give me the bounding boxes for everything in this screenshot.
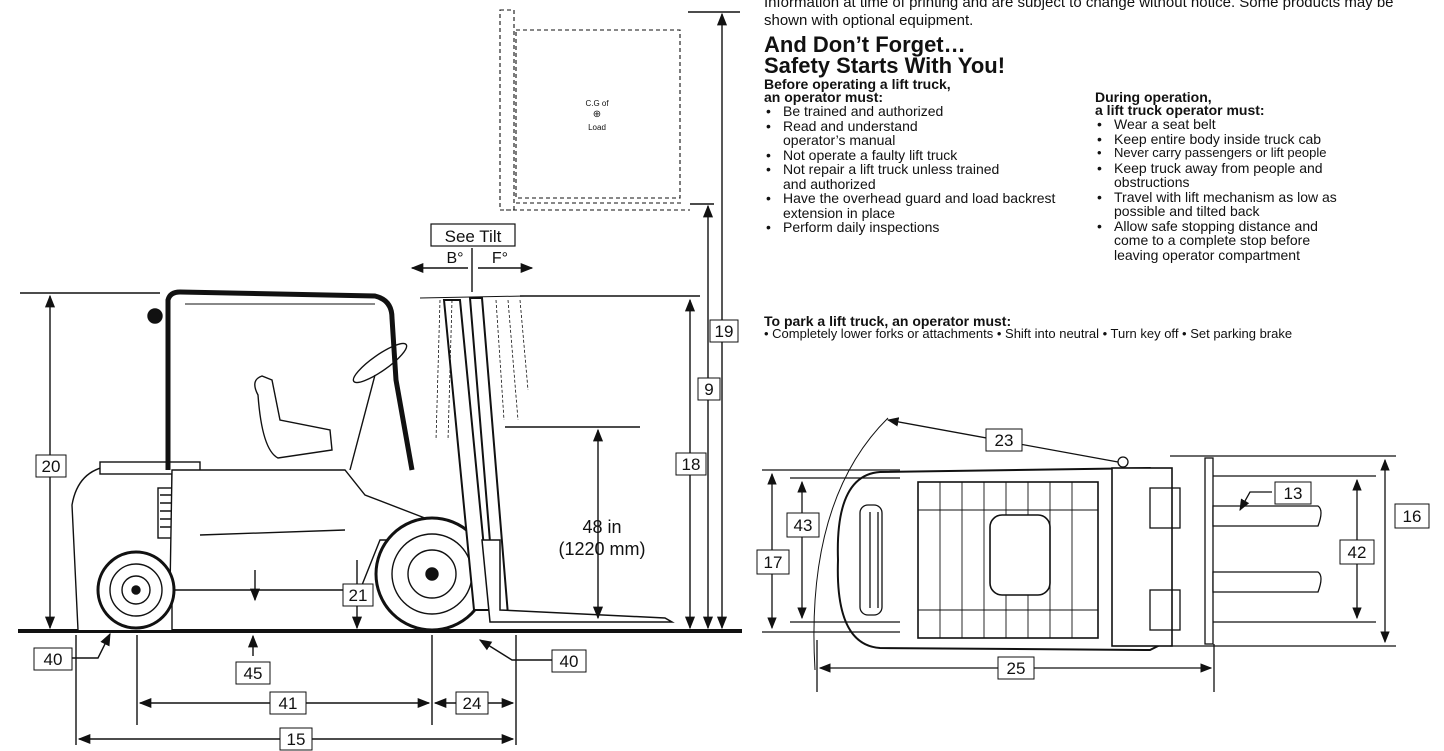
list-item: Be trained and authorized <box>764 104 1064 119</box>
operator-seat <box>254 375 333 459</box>
dim-41: 41 <box>279 694 298 713</box>
dim-23: 23 <box>995 431 1014 450</box>
during-operation-title-2: a lift truck operator must: <box>1095 102 1265 118</box>
list-item: Keep truck away from people and obstruct… <box>1095 160 1329 190</box>
list-item: Read and understand operator’s manual <box>764 118 958 148</box>
during-operation-section: During operation, a lift truck operator … <box>1095 89 1425 262</box>
dim-18: 18 <box>682 455 701 474</box>
fork-lower <box>1212 571 1322 593</box>
dim-15: 15 <box>287 730 306 749</box>
during-operation-title-1: During operation, <box>1095 89 1212 105</box>
during-operation-list: Wear a seat belt Keep entire body inside… <box>1095 117 1425 262</box>
list-item: Not repair a lift truck unless trained a… <box>764 162 1023 191</box>
dim-40-rear: 40 <box>44 650 63 669</box>
dim-19: 19 <box>715 322 734 341</box>
list-item: Not operate a faulty lift truck <box>764 147 1064 163</box>
forks <box>481 539 675 623</box>
dim-25: 25 <box>1007 659 1026 678</box>
see-tilt-box: See Tilt <box>430 223 516 247</box>
turning-radius-arc <box>813 417 889 671</box>
rear-light <box>147 308 163 324</box>
list-item: Allow safe stopping distance and come to… <box>1095 218 1354 263</box>
park-instructions: • Completely lower forks or attachments … <box>764 326 1293 341</box>
safety-heading-line2: Safety Starts With You! <box>764 53 1006 78</box>
before-operating-section: Before operating a lift truck, an operat… <box>764 76 1064 235</box>
park-title: To park a lift truck, an operator must: <box>764 313 1012 329</box>
list-item: Keep entire body inside truck cab <box>1095 131 1425 147</box>
list-item: Perform daily inspections <box>764 220 1064 235</box>
cg-symbol: ⊕ <box>593 109 601 120</box>
load-center-height-line2: (1220 mm) <box>558 539 645 559</box>
dim-40-front: 40 <box>560 652 579 671</box>
cg-label-top: C.G of <box>585 99 609 108</box>
dim-21: 21 <box>349 586 368 605</box>
load-box <box>499 9 690 211</box>
dim-42: 42 <box>1348 543 1367 562</box>
dim-45: 45 <box>244 664 263 683</box>
dim-16: 16 <box>1403 507 1422 526</box>
overhead-guard <box>165 289 415 471</box>
list-item: Never carry passengers or lift people <box>1095 145 1425 161</box>
before-operating-title-2: an operator must: <box>764 89 884 105</box>
dim-9: 9 <box>704 380 713 399</box>
dim-13: 13 <box>1284 484 1303 503</box>
side-view: C.G of ⊕ Load <box>18 9 742 745</box>
list-item: Wear a seat belt <box>1095 117 1425 132</box>
cg-label-bottom: Load <box>588 123 606 132</box>
before-operating-title-1: Before operating a lift truck, <box>764 76 951 92</box>
top-view-labels: 23 13 16 42 43 17 25 <box>756 428 1430 680</box>
mast <box>419 295 529 616</box>
side-view-labels: See Tilt B° F° 19 9 18 20 21 48 in (1220… <box>33 223 739 751</box>
list-item: Have the overhead guard and load backres… <box>764 191 1063 220</box>
load-center-height-line1: 48 in <box>582 517 621 537</box>
list-item: Travel with lift mechanism as low as pos… <box>1095 189 1339 219</box>
seat-top <box>989 514 1051 596</box>
carriage-top <box>1111 467 1173 647</box>
dim-17: 17 <box>764 553 783 572</box>
fork-upper <box>1212 505 1322 527</box>
svg-text:See Tilt: See Tilt <box>445 227 502 246</box>
dim-43: 43 <box>794 516 813 535</box>
rear-wheel <box>96 550 176 630</box>
steering-wheel <box>352 342 408 384</box>
safety-heading: And Don’t Forget… Safety Starts With You… <box>764 32 1006 78</box>
tilt-back-label: B° <box>446 250 463 267</box>
tilt-forward-label: F° <box>492 250 508 267</box>
disclaimer-notice: Information at time of printing and are … <box>764 0 1394 29</box>
dim-24: 24 <box>463 694 482 713</box>
top-view <box>762 417 1396 692</box>
safety-heading-line1: And Don’t Forget… <box>764 32 966 57</box>
dim-20: 20 <box>42 457 61 476</box>
before-operating-list: Be trained and authorized Read and under… <box>764 104 1064 235</box>
